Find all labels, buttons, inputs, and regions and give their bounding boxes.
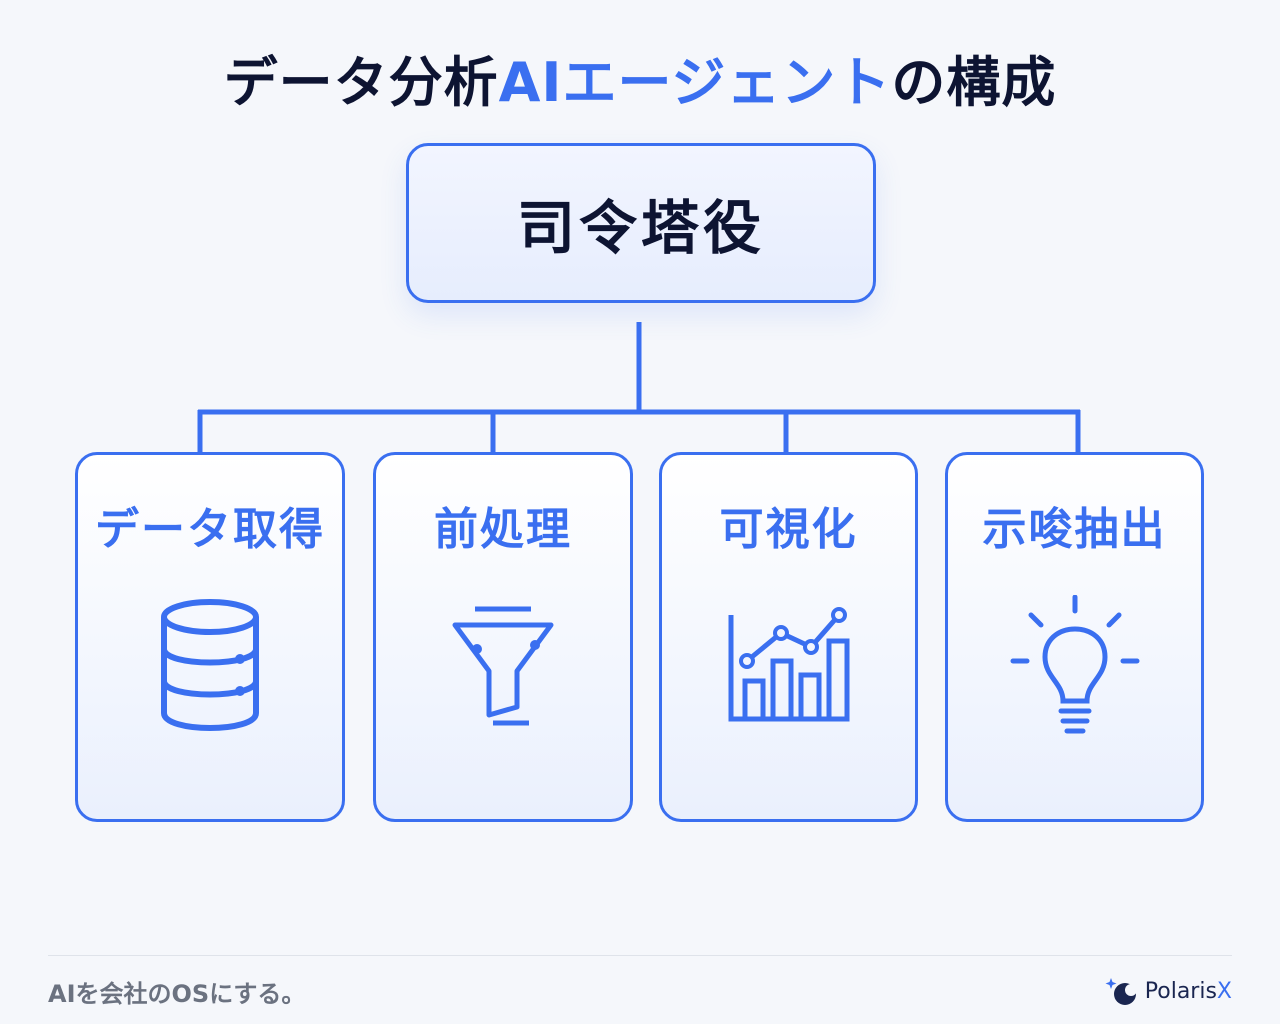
polaris-logo-icon xyxy=(1105,978,1137,1005)
title-accent: AIエージェント xyxy=(498,51,892,114)
brand-accent: X xyxy=(1216,978,1232,1004)
card-preprocessing: 前処理 xyxy=(373,452,633,822)
card-label: データ取得 xyxy=(95,504,325,555)
card-label: 可視化 xyxy=(719,504,858,555)
database-icon xyxy=(161,599,259,731)
footer-divider xyxy=(48,955,1232,956)
card-data-acquisition: データ取得 xyxy=(75,452,345,822)
chart-icon xyxy=(728,607,849,722)
page-title: データ分析AIエージェントの構成 xyxy=(0,38,1280,117)
footer-tagline: AIを会社のOSにする。 xyxy=(48,980,306,1008)
card-label: 前処理 xyxy=(434,504,572,555)
funnel-icon xyxy=(452,606,554,726)
root-label: 司令塔役 xyxy=(516,194,765,262)
card-label: 示唆抽出 xyxy=(982,504,1167,555)
card-visualization: 可視化 xyxy=(659,452,918,822)
title-part1: データ分析 xyxy=(223,51,499,114)
lightbulb-icon xyxy=(1010,595,1139,734)
card-insight-extraction: 示唆抽出 xyxy=(945,452,1204,822)
title-part2: の構成 xyxy=(891,51,1057,114)
root-node: 司令塔役 xyxy=(406,143,876,303)
brand-name: Polaris xyxy=(1144,978,1217,1004)
